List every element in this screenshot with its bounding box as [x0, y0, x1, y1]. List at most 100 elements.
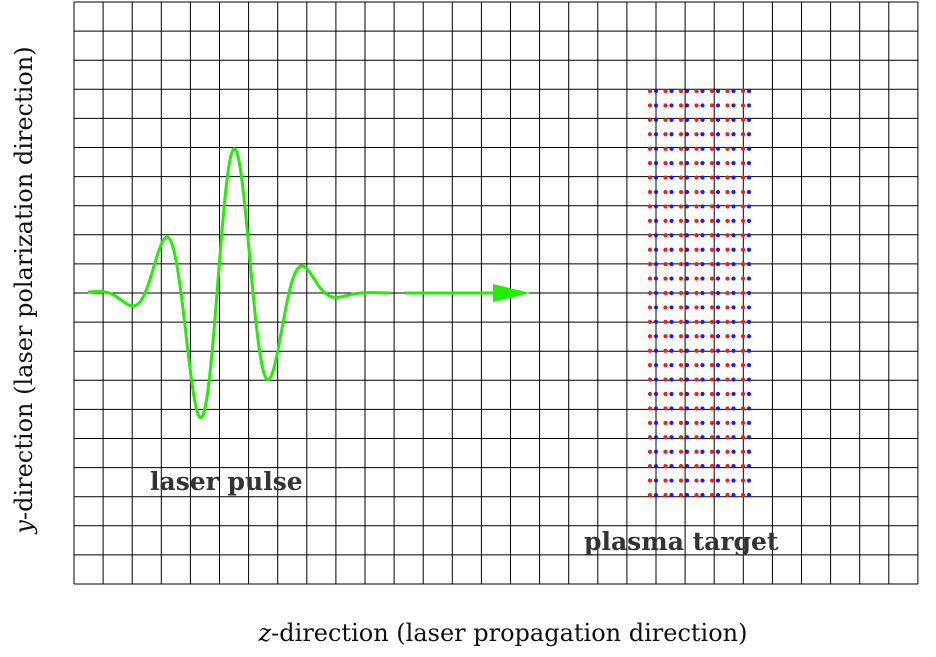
electron-particle	[715, 435, 721, 440]
electron-particle	[715, 348, 721, 353]
electron-particle	[653, 319, 659, 324]
ion-particle	[694, 464, 699, 469]
ion-particle	[663, 189, 668, 195]
electron-particle	[731, 420, 736, 425]
ion-particle	[725, 290, 730, 296]
ion-particle	[663, 435, 668, 440]
ion-particle	[663, 334, 668, 339]
ion-particle	[709, 262, 715, 267]
ion-particle	[709, 117, 715, 122]
electron-particle	[715, 233, 721, 238]
ion-particle	[678, 406, 684, 411]
ion-particle	[694, 161, 699, 166]
ion-particle	[647, 103, 653, 108]
ion-particle	[678, 290, 684, 296]
electron-particle	[700, 420, 705, 425]
ion-particle	[740, 348, 746, 353]
electron-particle	[700, 88, 705, 94]
electron-particle	[731, 233, 736, 238]
electron-particle	[746, 420, 752, 425]
electron-particle	[731, 132, 736, 137]
electron-particle	[684, 464, 690, 469]
propagation-arrow	[405, 284, 530, 302]
electron-particle	[684, 189, 690, 195]
electron-particle	[715, 88, 721, 94]
ion-particle	[694, 189, 699, 195]
electron-particle	[715, 175, 721, 180]
ion-particle	[647, 377, 653, 382]
ion-particle	[647, 478, 653, 483]
electron-particle	[746, 233, 752, 238]
ion-particle	[678, 305, 684, 310]
ion-particle	[678, 175, 684, 180]
electron-particle	[700, 391, 705, 397]
ion-particle	[663, 406, 668, 411]
electron-particle	[731, 305, 736, 310]
electron-particle	[715, 290, 721, 296]
electron-particle	[731, 218, 736, 223]
ion-particle	[678, 204, 684, 209]
electron-particle	[684, 334, 690, 339]
ion-particle	[663, 204, 668, 209]
electron-particle	[731, 391, 736, 397]
ion-particle	[709, 464, 715, 469]
electron-particle	[700, 233, 705, 238]
ion-particle	[694, 117, 699, 122]
electron-particle	[684, 363, 690, 368]
ion-particle	[725, 305, 730, 310]
ion-particle	[694, 146, 699, 151]
ion-particle	[725, 175, 730, 180]
electron-particle	[653, 464, 659, 469]
ion-particle	[663, 247, 668, 252]
electron-particle	[669, 334, 674, 339]
ion-particle	[709, 175, 715, 180]
electron-particle	[669, 146, 674, 151]
ion-particle	[647, 247, 653, 252]
ion-particle	[694, 319, 699, 324]
ion-particle	[678, 132, 684, 137]
ion-particle	[725, 435, 730, 440]
ion-particle	[678, 233, 684, 238]
electron-particle	[684, 391, 690, 397]
ion-particle	[647, 189, 653, 195]
ion-particle	[663, 146, 668, 151]
electron-particle	[653, 449, 659, 454]
ion-particle	[678, 377, 684, 382]
ion-particle	[725, 420, 730, 425]
electron-particle	[684, 492, 690, 498]
ion-particle	[663, 262, 668, 267]
ion-particle	[709, 435, 715, 440]
ion-particle	[663, 305, 668, 310]
electron-particle	[684, 449, 690, 454]
electron-particle	[746, 406, 752, 411]
ion-particle	[694, 334, 699, 339]
ion-particle	[725, 449, 730, 454]
electron-particle	[715, 478, 721, 483]
ion-particle	[647, 204, 653, 209]
ion-particle	[694, 391, 699, 397]
electron-particle	[731, 262, 736, 267]
ion-particle	[647, 305, 653, 310]
ion-particle	[647, 348, 653, 353]
ion-particle	[663, 420, 668, 425]
electron-particle	[700, 103, 705, 108]
electron-particle	[746, 391, 752, 397]
ion-particle	[725, 377, 730, 382]
x-axis-label: z-direction (laser propagation direction…	[259, 619, 748, 647]
ion-particle	[678, 117, 684, 122]
electron-particle	[715, 262, 721, 267]
ion-particle	[740, 377, 746, 382]
ion-particle	[694, 132, 699, 137]
ion-particle	[663, 391, 668, 397]
electron-particle	[731, 319, 736, 324]
ion-particle	[740, 161, 746, 166]
ion-particle	[663, 88, 668, 94]
ion-particle	[694, 449, 699, 454]
electron-particle	[700, 175, 705, 180]
y-axis-label: y-direction (laser polarization directio…	[10, 46, 38, 533]
electron-particle	[700, 290, 705, 296]
ion-particle	[709, 161, 715, 166]
electron-particle	[700, 449, 705, 454]
electron-particle	[746, 247, 752, 252]
electron-particle	[684, 435, 690, 440]
